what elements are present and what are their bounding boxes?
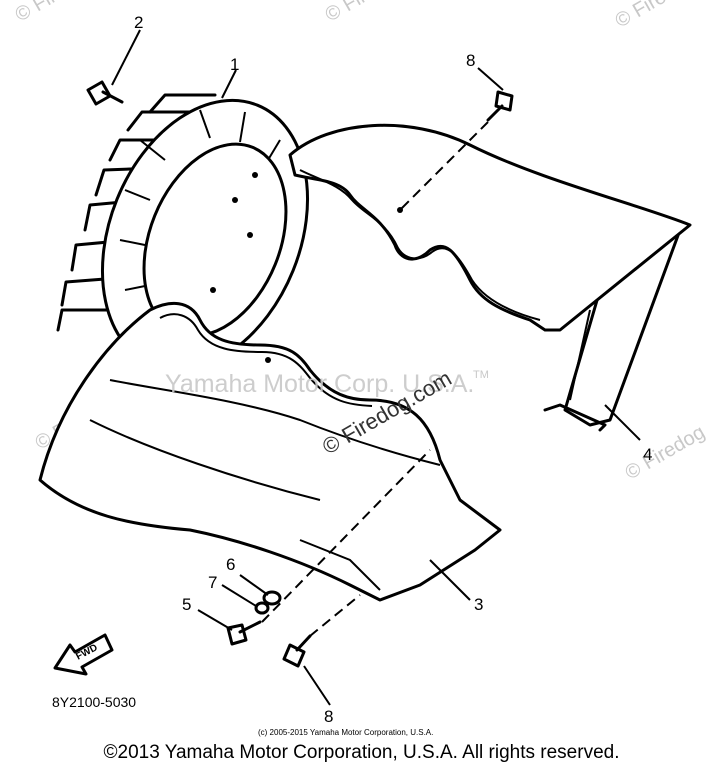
assembly-line-bolt-5	[261, 449, 431, 623]
part-7-collar	[254, 601, 270, 615]
part-5-bolt	[226, 620, 262, 646]
watermark-firedog-right: © Firedog	[622, 421, 709, 484]
callout-1-fan-label-2: 2	[134, 13, 143, 32]
part-4-strip	[543, 218, 682, 432]
diagram-code: 8Y2100-5030	[52, 694, 136, 710]
assembly-line-bolt-8-upper	[399, 121, 489, 211]
callout-shroud-3: 3	[474, 595, 483, 614]
watermark-firedog-top-mid: © Firedog	[322, 0, 409, 26]
watermark-firedog-top-right: © Firedog	[612, 0, 699, 32]
fwd-arrow-icon: FWD	[53, 633, 114, 676]
small-copyright: (c) 2005-2015 Yamaha Motor Corporation, …	[258, 728, 433, 737]
copyright-footer: ©2013 Yamaha Motor Corporation, U.S.A. A…	[103, 742, 620, 763]
callout-bolt-5: 5	[182, 595, 191, 614]
assembly-line-bolt-8-lower	[309, 594, 361, 637]
watermark-yamaha-corp: Yamaha Motor Corp. U.S.A.	[165, 370, 474, 398]
callout-grommet-6: 6	[226, 555, 235, 574]
callout-bolt-8-lower: 8	[324, 707, 333, 726]
callout-collar-7: 7	[208, 573, 217, 592]
watermark-tm: TM	[473, 369, 489, 381]
part-3-lower-shroud	[38, 301, 502, 602]
watermark-firedog-top-left: © Firedog	[12, 0, 99, 26]
part-upper-shroud	[288, 123, 692, 332]
part-8-lower-bolt	[282, 634, 312, 668]
part-8-upper-bolt	[486, 90, 514, 122]
callout-bolt-8-upper: 8	[466, 51, 475, 70]
leader-lines	[111, 29, 641, 706]
part-2-bolt	[86, 80, 124, 106]
callout-fan-1: 1	[230, 55, 239, 74]
callout-strip-4: 4	[643, 445, 652, 464]
